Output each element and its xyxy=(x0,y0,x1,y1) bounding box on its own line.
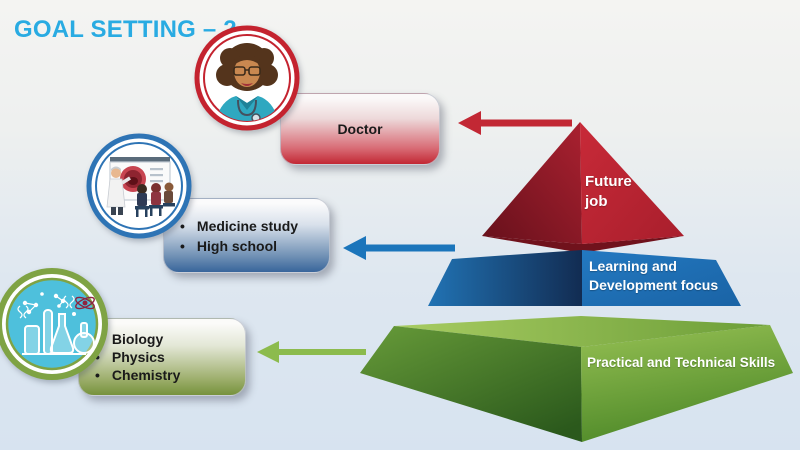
classroom-icon xyxy=(86,133,192,239)
pyramid-level-learning xyxy=(428,250,741,306)
education-item-text: High school xyxy=(196,237,278,254)
label-learning-development: Learning and Development focus xyxy=(589,258,719,293)
education-item: Medicine study xyxy=(180,218,329,234)
subject-item-text: Biology xyxy=(111,331,164,347)
green-arrow xyxy=(257,341,366,363)
label-future-job: Future job xyxy=(585,173,632,211)
education-item: High school xyxy=(180,238,329,254)
red-arrow xyxy=(458,111,572,135)
doctor-callout-box: Doctor xyxy=(280,93,440,165)
subject-item-text: Chemistry xyxy=(111,367,181,383)
education-callout-box: Medicine study High school xyxy=(163,198,330,273)
subject-item: Biology xyxy=(95,331,245,347)
education-item-text: Medicine study xyxy=(196,217,299,234)
subject-item: Physics xyxy=(95,349,245,365)
science-lab-icon xyxy=(0,268,108,380)
subject-item: Chemistry xyxy=(95,367,245,383)
atom-icon xyxy=(75,296,95,310)
blue-arrow xyxy=(343,236,455,260)
slide-title: GOAL SETTING – 2 xyxy=(14,16,237,43)
pyramid-level-practical xyxy=(360,316,793,442)
doctor-label: Doctor xyxy=(337,121,383,137)
subject-item-text: Physics xyxy=(111,349,165,365)
label-practical-skills: Practical and Technical Skills xyxy=(587,355,776,370)
pyramid-level-future-job xyxy=(482,122,684,253)
doctor-avatar-icon xyxy=(194,25,300,131)
